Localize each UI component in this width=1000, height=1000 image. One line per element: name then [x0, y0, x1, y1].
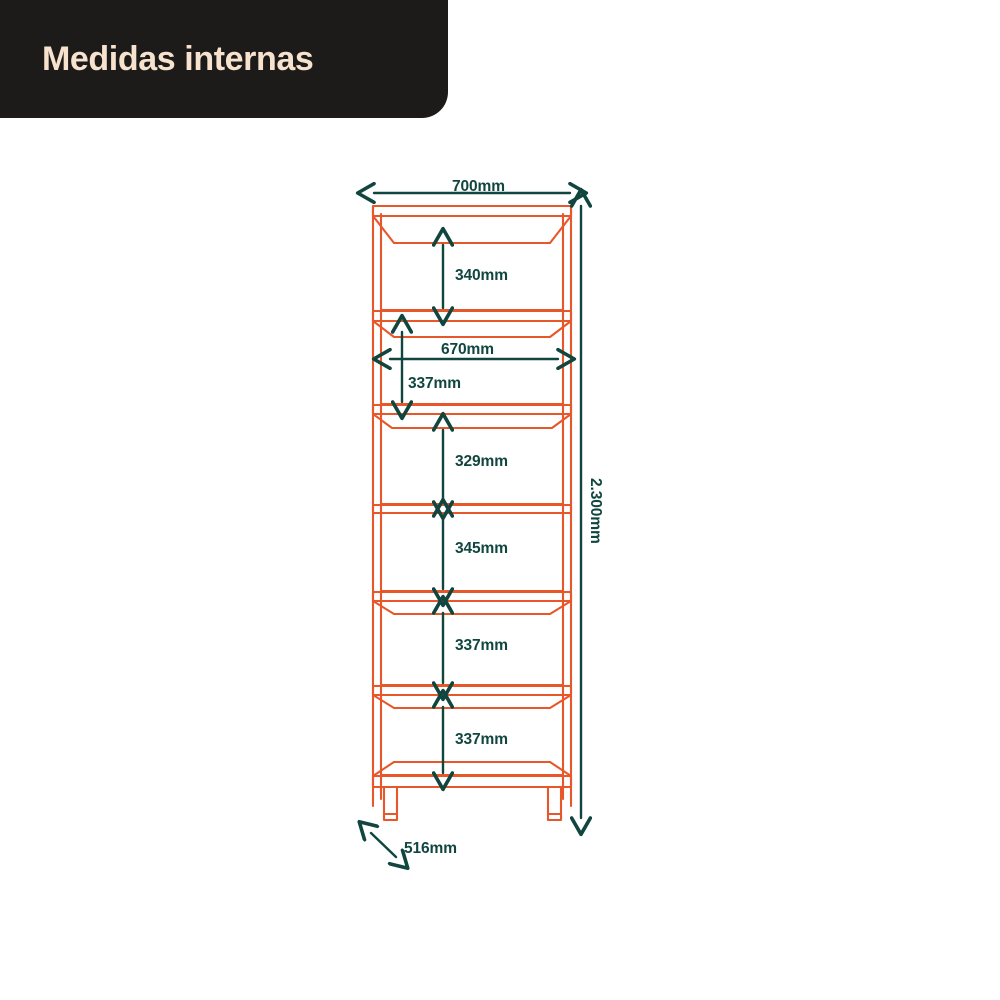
label-gap-4: 345mm [455, 540, 508, 557]
header-badge: Medidas internas [0, 0, 448, 118]
label-gap-3: 329mm [455, 453, 508, 470]
dim-depth-516 [371, 833, 396, 857]
label-internal-width: 670mm [441, 341, 494, 358]
label-gap-5: 337mm [455, 637, 508, 654]
label-gap-2: 337mm [408, 375, 461, 392]
label-gap-6: 337mm [455, 731, 508, 748]
label-overall-width: 700mm [452, 178, 505, 195]
furniture-outline [371, 204, 573, 822]
page-title: Medidas internas [42, 39, 314, 78]
dimension-lines [371, 193, 581, 857]
label-overall-height: 2.300mm [587, 478, 604, 544]
label-depth: 516mm [404, 840, 457, 857]
label-gap-1: 340mm [455, 267, 508, 284]
